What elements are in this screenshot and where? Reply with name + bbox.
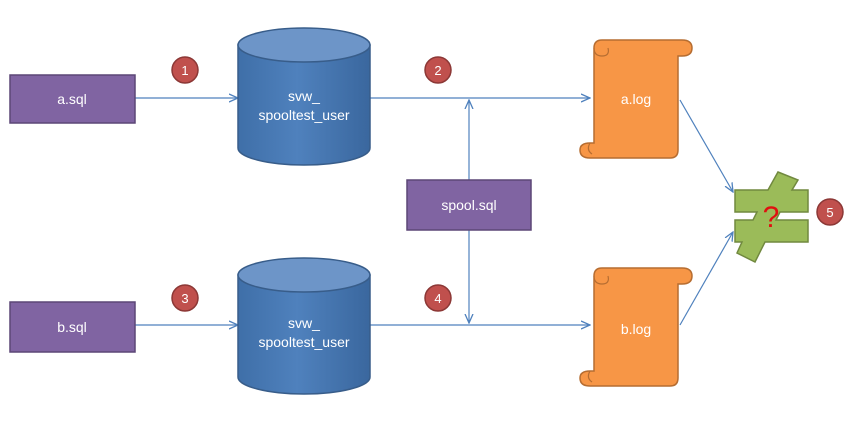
- database-top-label-line2: spooltest_user: [258, 107, 349, 123]
- database-top: svw_ spooltest_user: [237, 27, 371, 166]
- step-number-5: 5: [826, 205, 833, 220]
- database-bottom-label-line1: svw_: [288, 315, 320, 331]
- database-bottom-label-line2: spooltest_user: [258, 334, 349, 350]
- not-equal-compare-icon: ?: [734, 171, 809, 264]
- compare-question-mark: ?: [763, 201, 780, 234]
- step-number-4: 4: [434, 291, 441, 306]
- b-log-label: b.log: [621, 321, 651, 337]
- step-badge-3: 3: [171, 284, 199, 312]
- a-log-scroll: a.log: [579, 39, 693, 159]
- step-number-3: 3: [181, 291, 188, 306]
- spool-sql-label: spool.sql: [441, 197, 496, 213]
- a-sql-box: a.sql: [9, 74, 136, 124]
- step-badge-2: 2: [424, 56, 452, 84]
- connectors: [135, 98, 733, 325]
- spool-sql-box: spool.sql: [406, 179, 532, 231]
- b-sql-label: b.sql: [57, 319, 87, 335]
- arrow-b-log-to-compare: [679, 232, 733, 326]
- step-badge-1: 1: [171, 56, 199, 84]
- step-badge-5: 5: [816, 198, 844, 226]
- database-bottom: svw_ spooltest_user: [237, 257, 371, 395]
- b-log-scroll: b.log: [579, 267, 693, 387]
- database-top-label-line1: svw_: [288, 88, 320, 104]
- arrow-a-log-to-compare: [679, 99, 733, 192]
- a-sql-label: a.sql: [57, 91, 87, 107]
- step-number-2: 2: [434, 63, 441, 78]
- step-number-1: 1: [181, 63, 188, 78]
- b-sql-box: b.sql: [9, 301, 136, 353]
- step-badge-4: 4: [424, 284, 452, 312]
- a-log-label: a.log: [621, 91, 651, 107]
